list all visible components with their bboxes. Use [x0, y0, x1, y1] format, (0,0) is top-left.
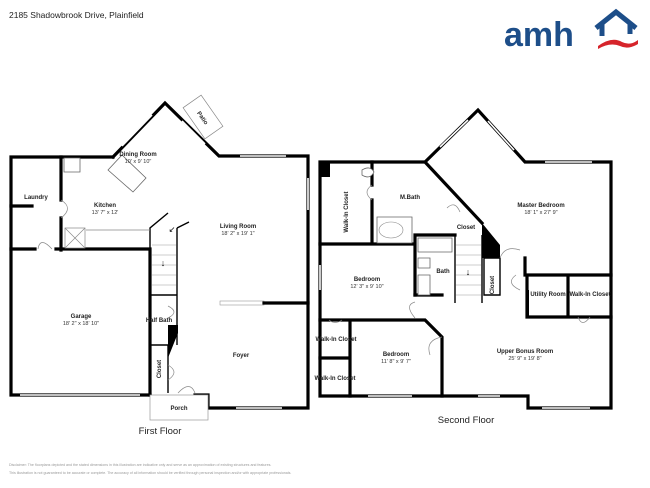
second-floor-title: Second Floor [438, 415, 495, 426]
room-label: Upper Bonus Room [497, 349, 553, 355]
porch [149, 394, 209, 421]
amh-logo: amh [504, 8, 638, 54]
room-label: Closet [457, 225, 475, 231]
room-dimensions: 25' 9" x 19' 8" [508, 356, 541, 362]
first-floor-stairs [152, 244, 176, 286]
room-label: Living Room [220, 224, 256, 230]
room-label: Bath [436, 269, 450, 275]
room-label: Walk-In Closet [569, 292, 610, 298]
stairs-down-arrow-icon: ↓ [466, 267, 471, 277]
room-label: Laundry [24, 195, 48, 201]
logo-house-icon [594, 8, 638, 36]
room-label: Walk-In Closet [344, 191, 350, 232]
room-dimensions: 11' 8" x 9' 7" [381, 359, 411, 365]
first-floor-plan: ↓ ↙ Dining Room 10' x 9' 10" Kitchen 13'… [9, 94, 310, 437]
disclaimer-line-2: This illustration is not guaranteed to b… [9, 471, 292, 475]
room-label: M.Bath [400, 195, 420, 201]
room-label: Walk-In Closet [315, 337, 356, 343]
room-label: Half Bath [146, 318, 173, 324]
stairs-arrow-icon: ↙ [169, 225, 176, 234]
room-dimensions: 10' x 9' 10" [125, 159, 152, 165]
room-label: Porch [170, 406, 187, 412]
room-label: Dining Room [119, 152, 156, 158]
room-label: Bedroom [383, 352, 409, 358]
room-label: Bedroom [354, 277, 380, 283]
room-label: Master Bedroom [517, 203, 564, 209]
room-label: Kitchen [94, 203, 116, 209]
disclaimer-line-1: Disclaimer: The floorplans depicted and … [9, 463, 272, 467]
room-dimensions: 13' 7" x 12' [92, 210, 119, 216]
second-floor-plan: ↓ Walk-In Closet M.Bath Closet Master Be… [314, 107, 613, 426]
room-dimensions: 12' 3" x 9' 10" [350, 284, 383, 290]
second-floor-stairs [456, 244, 481, 296]
logo-text: amh [504, 16, 574, 54]
room-dimensions: 18' 2" x 19' 1" [221, 231, 254, 237]
room-dimensions: 18' 1" x 27' 9" [524, 210, 557, 216]
room-dimensions: 18' 2" x 18' 10" [63, 321, 99, 327]
stairs-down-arrow-icon: ↓ [161, 258, 166, 268]
room-label: Closet [157, 360, 163, 378]
room-label: Utility Room [530, 292, 565, 298]
room-label: Walk-In Closet [314, 376, 355, 382]
patio [182, 94, 224, 140]
property-address: 2185 Shadowbrook Drive, Plainfield [9, 10, 144, 20]
logo-swoosh-icon [598, 39, 638, 49]
room-label: Foyer [233, 353, 250, 359]
first-floor-title: First Floor [139, 426, 182, 437]
room-label: Closet [490, 276, 496, 294]
room-label: Garage [71, 314, 92, 320]
